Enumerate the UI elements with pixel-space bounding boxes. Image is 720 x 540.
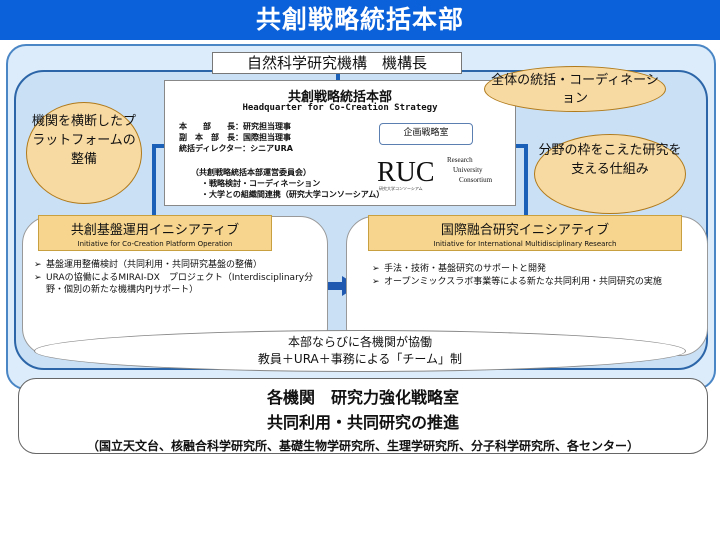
institutions-list: （国立天文台、核融合科学研究所、基礎生物学研究所、生理学研究所、分子科学研究所、… [86,439,639,453]
hq-committee-title: （共創戦略統括本部運営委員会） [191,168,311,177]
hq-title: 共創戦略統括本部 [287,90,392,105]
right-initiative-header: 国際融合研究イニシアティブ Initiative for Internation… [368,215,682,251]
headquarters-box: 共創戦略統括本部 Headquarter for Co-Creation Str… [164,80,516,206]
institutions-subtitle: 共同利用・共同研究の推進 [266,413,459,432]
platform-bubble: 機関を横断したプラットフォームの整備 [26,102,142,204]
institutions-box: 各機関 研究力強化戦略室 共同利用・共同研究の推進 （国立天文台、核融合科学研究… [18,378,708,454]
ruc-logo-tagline: 研究大学コンソーシアム [379,185,423,191]
team-line-2: 教員＋URA＋事務による「チーム」制 [257,352,463,366]
bullet-arrow-icon: ➢ [372,276,380,287]
team-system-ellipse: 本部ならびに各機関が協働 教員＋URA＋事務による「チーム」制 [34,330,686,372]
institutions-title: 各機関 研究力強化戦略室 [266,388,459,407]
list-item: ➢基盤運用整備検討（共同利用・共同研究基盤の整備） [34,260,263,270]
left-initiative-subtitle: Initiative for Co-Creation Platform Oper… [77,240,233,248]
ruc-logo: RUC Research University Consortium 研究大学コ… [377,156,493,191]
director-box: 自然科学研究機構 機構長 [212,52,462,74]
overall-coordination-bubble: 全体の統括・コーディネーション [484,66,666,112]
bullet-arrow-icon: ➢ [372,264,380,274]
left-initiative-list: ➢基盤運用整備検討（共同利用・共同研究基盤の整備） ➢URAの協働によるMIRA… [34,259,324,297]
bullet-arrow-icon: ➢ [34,272,42,283]
list-item: ➢手法・技術・基盤研究のサポートと開発 [372,264,547,274]
planning-office-box: 企画戦略室 [379,123,473,145]
hq-line-director: 本 部 長：研究担当理事 [179,122,291,131]
right-initiative-list: ➢手法・技術・基盤研究のサポートと開発 ➢オープンミックスラボ事業等による新たな… [372,263,702,288]
right-initiative-title: 国際融合研究イニシアティブ [440,223,610,238]
page-title: 共創戦略統括本部 [0,0,720,40]
ruc-logo-mark: RUC [377,157,435,188]
list-item: ➢URAの協働によるMIRAI-DX プロジェクト（Interdisciplin… [34,272,314,296]
left-initiative-header: 共創基盤運用イニシアティブ Initiative for Co-Creation… [38,215,272,251]
hq-committee-item: ・大学との組織間連携（研究大学コンソーシアム） [201,190,385,199]
right-initiative-subtitle: Initiative for International Multidiscip… [433,240,617,248]
left-initiative-title: 共創基盤運用イニシアティブ [70,223,240,238]
ruc-logo-word: Consortium [459,176,493,184]
framework-bubble: 分野の枠をこえた研究を支える仕組み [534,134,686,214]
hq-committee-item: ・戦略検討・コーディネーション [201,179,321,188]
ruc-logo-word: University [453,166,483,174]
hq-line-deputy: 副 本 部 長：国際担当理事 [179,133,291,142]
bullet-arrow-icon: ➢ [34,260,42,270]
list-item: ➢オープンミックスラボ事業等による新たな共同利用・共同研究の実施 [372,276,662,287]
team-line-1: 本部ならびに各機関が協働 [287,335,432,349]
ruc-logo-word: Research [447,156,473,164]
hq-line-ura: 統括ディレクター：シニアURA [179,144,293,153]
hq-subtitle: Headquarter for Co-Creation Strategy [242,103,438,113]
